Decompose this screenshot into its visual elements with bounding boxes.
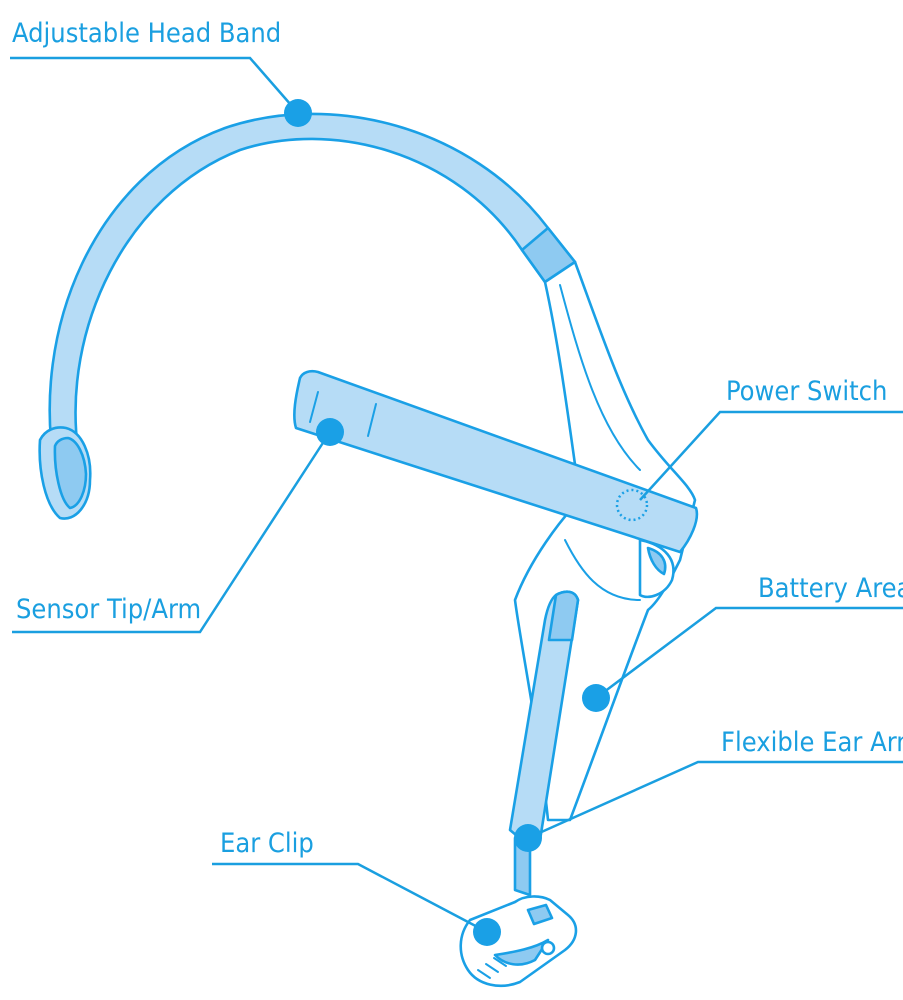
head-band-end-cap-inner xyxy=(53,436,88,510)
power-switch-marker xyxy=(615,488,649,522)
headset-illustration xyxy=(38,112,699,987)
head-band-label: Adjustable Head Band xyxy=(12,18,281,49)
battery-area-dot xyxy=(582,684,610,712)
flexible-ear-arm-dot xyxy=(514,824,542,852)
sensor-arm xyxy=(293,369,699,554)
callout-battery-area: Battery Area xyxy=(582,573,903,712)
flexible-ear-arm-leader xyxy=(527,760,903,840)
battery-area-leader xyxy=(595,606,903,699)
head-band-leader xyxy=(10,56,299,114)
power-switch-label: Power Switch xyxy=(726,376,887,407)
sensor-tip-dot xyxy=(316,418,344,446)
ear-clip-label: Ear Clip xyxy=(220,828,314,859)
callout-sensor-tip: Sensor Tip/Arm xyxy=(12,418,344,634)
callout-head-band: Adjustable Head Band xyxy=(10,18,312,127)
head-band-dot xyxy=(284,99,312,127)
sensor-arm-tip-line-2 xyxy=(367,403,377,437)
ear-clip-grip-lines xyxy=(477,957,507,979)
sensor-tip-leader xyxy=(12,431,332,634)
battery-bump-dark xyxy=(646,546,667,576)
flexible-ear-arm-label: Flexible Ear Arm xyxy=(721,727,903,758)
ear-clip-dot xyxy=(473,918,501,946)
power-switch-leader xyxy=(639,410,903,501)
ear-clip-hinge xyxy=(540,940,556,956)
callout-ear-clip: Ear Clip xyxy=(212,828,501,946)
callout-flexible-ear-arm: Flexible Ear Arm xyxy=(514,727,903,852)
body-contour xyxy=(559,284,641,471)
ear-clip-slot xyxy=(526,903,554,926)
body-contour-lower xyxy=(564,539,641,601)
ear-arm-top xyxy=(547,590,580,642)
callout-power-switch: Power Switch xyxy=(639,376,903,501)
sensor-tip-label: Sensor Tip/Arm xyxy=(16,594,201,625)
battery-area-label: Battery Area xyxy=(758,573,903,604)
ear-clip-leader xyxy=(212,862,488,934)
sensor-arm-tip-line-1 xyxy=(309,391,319,423)
